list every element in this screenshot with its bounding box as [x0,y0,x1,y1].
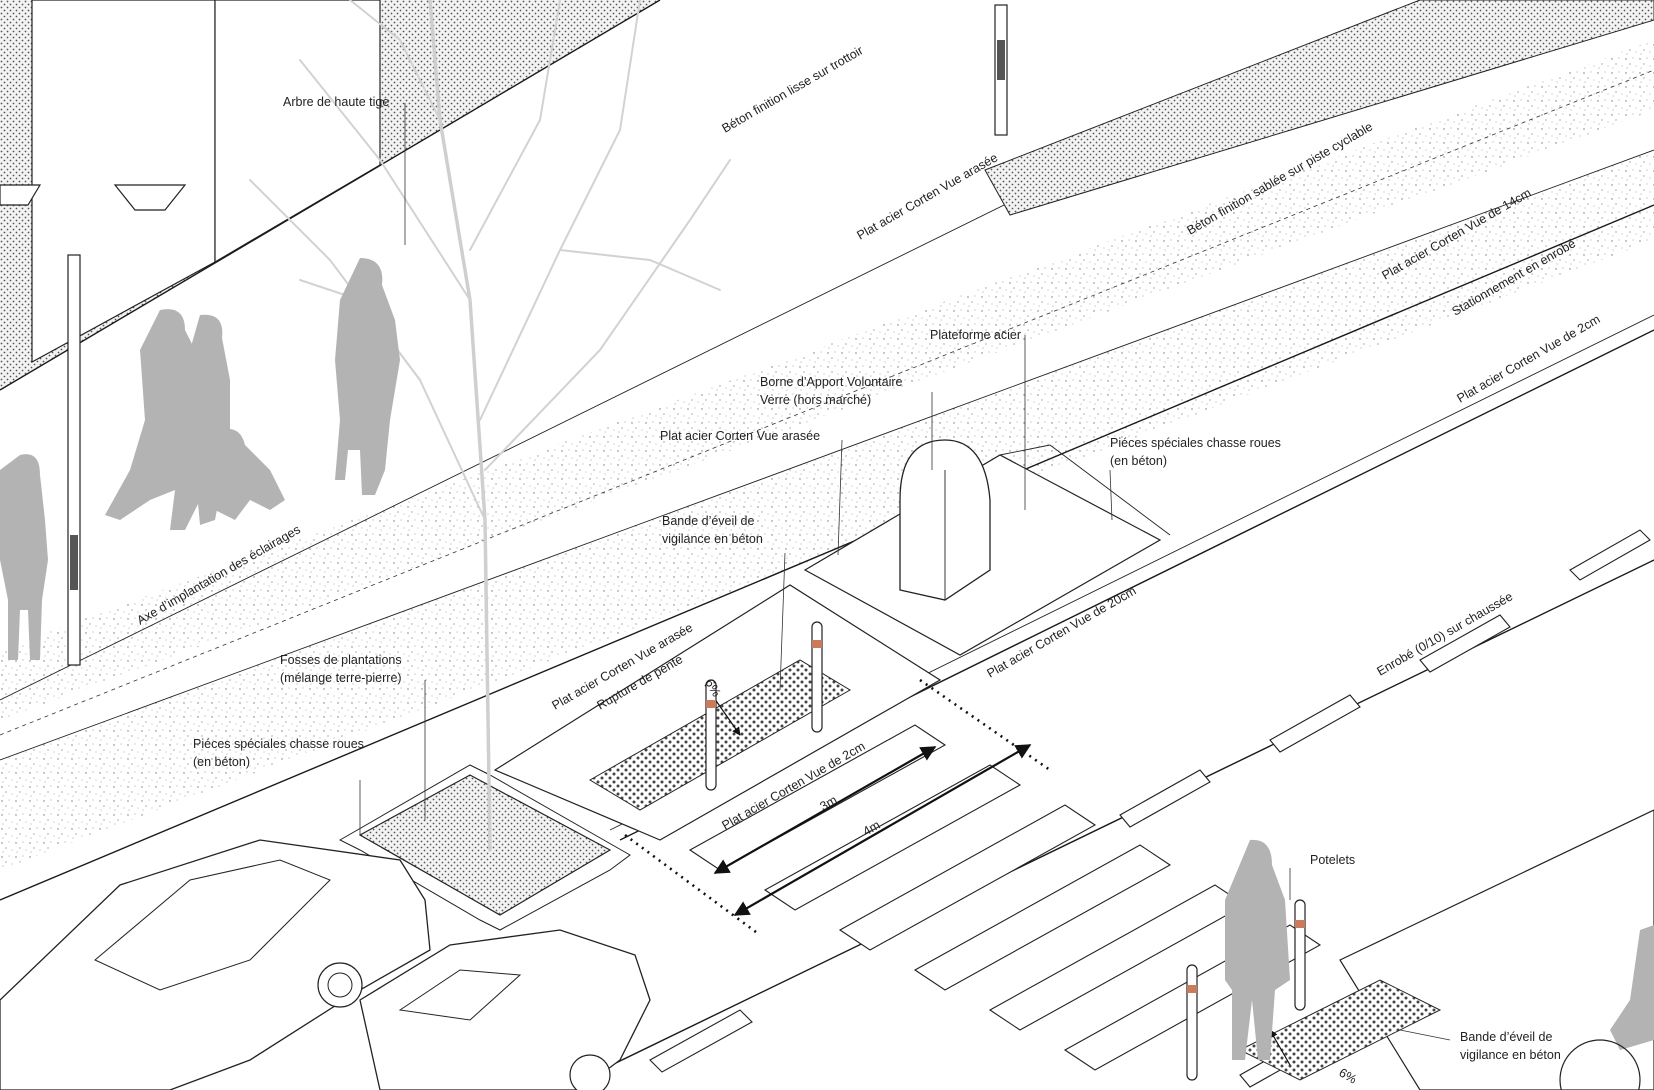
street-lamps [0,4,1008,666]
glass-bin [899,439,991,601]
horizontal-labels: Arbre de haute tige Plateforme acier Bor… [193,95,1561,1062]
label-plateforme: Plateforme acier [930,328,1021,342]
label-arbre: Arbre de haute tige [283,95,389,109]
label-pct-right: 6% [1337,1065,1360,1086]
label-plat-arasee-mid: Plat acier Corten Vue arasée [660,429,820,443]
bollards [705,621,1306,1081]
label-pieces-right-1: Piéces spéciales chasse roues [1110,436,1281,450]
label-pieces-left-1: Piéces spéciales chasse roues [193,737,364,751]
label-potelets: Potelets [1310,853,1355,867]
label-bande-mid-1: Bande d’éveil de [662,514,754,528]
cycle-separator-strip [984,0,1654,216]
label-pieces-right-2: (en béton) [1110,454,1167,468]
cars [0,839,651,1090]
right-kerb [1238,809,1654,1090]
cyclist [1559,925,1654,1090]
label-beton-trottoir: Béton finition lisse sur trottoir [720,43,866,135]
label-fosses-2: (mélange terre-pierre) [280,671,402,685]
label-bande-right-2: vigilance en béton [1460,1048,1561,1062]
label-borne-1: Borne d’Apport Volontaire [760,375,903,389]
label-bande-mid-2: vigilance en béton [662,532,763,546]
leader-lines [359,103,1451,1041]
label-pieces-left-2: (en béton) [193,755,250,769]
label-borne-2: Verre (hors marché) [760,393,871,407]
people [0,258,1290,1060]
label-bande-right-1: Bande d’éveil de [1460,1030,1552,1044]
label-fosses-1: Fosses de plantations [280,653,402,667]
building-facade [0,0,661,391]
dimension-arrows [704,684,1291,1066]
label-plat-arasee-top: Plat acier Corten Vue arasée [855,150,1001,242]
